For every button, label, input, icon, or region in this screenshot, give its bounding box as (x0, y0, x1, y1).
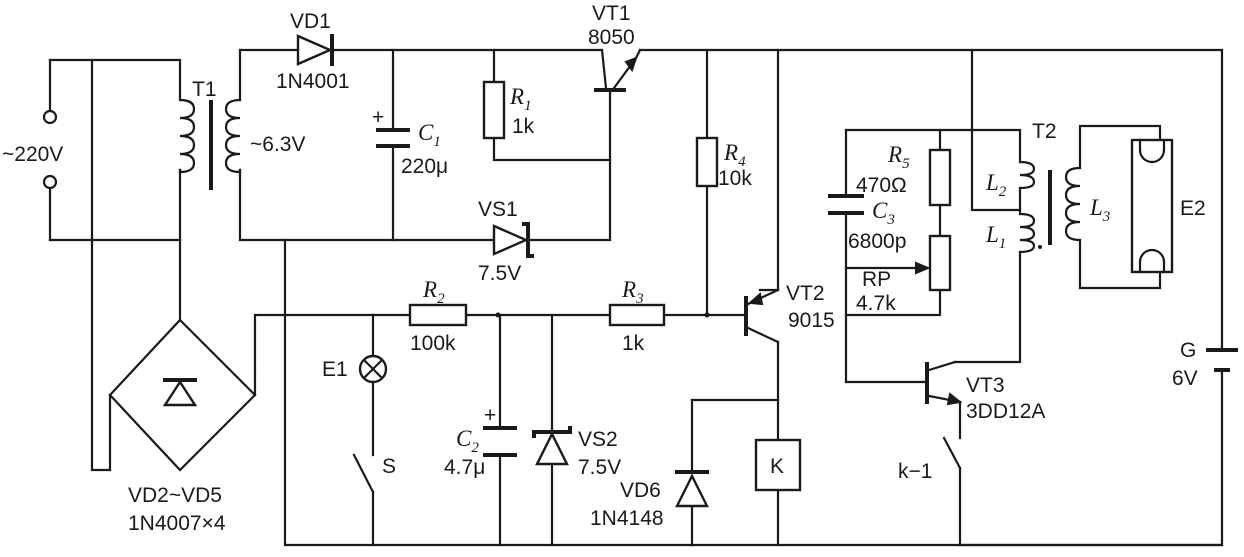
wires (48, 48, 1224, 547)
zener-vs1 (492, 222, 534, 258)
fluorescent-lamp-e2 (1130, 138, 1174, 274)
transistor-vt3 (925, 360, 963, 406)
c1-plus: + (372, 106, 384, 129)
r1-label: R1 (509, 84, 532, 114)
ac-input-terminals (42, 109, 58, 190)
lamp-e1 (358, 354, 388, 384)
r2-label: R2 (422, 277, 445, 307)
c3-label: C3 (872, 198, 895, 228)
switch-s (352, 453, 375, 494)
capacitor-c3 (828, 194, 864, 215)
c1-value: 220μ (401, 155, 448, 178)
battery-label: G (1180, 339, 1196, 362)
vs1-label: VS1 (478, 198, 518, 221)
vt2-part: 9015 (788, 309, 835, 332)
ac-input-label: ~220V (2, 143, 63, 166)
e1-label: E1 (322, 358, 348, 381)
ac-terminal-bottom (42, 174, 58, 190)
vs2-label: VS2 (578, 428, 618, 451)
c2-plus: + (484, 404, 496, 427)
vs1-value: 7.5V (478, 262, 521, 285)
t1-secondary-voltage: ~6.3V (250, 133, 305, 156)
transistor-vt2 (744, 288, 780, 344)
vd1-label: VD1 (290, 10, 331, 33)
r1-value: 1k (512, 115, 535, 138)
c1-label: C1 (418, 120, 441, 150)
l3-label: L3 (1089, 195, 1110, 225)
battery-voltage: 6V (1172, 367, 1198, 390)
e2-label: E2 (1180, 197, 1206, 220)
vd6-part: 1N4148 (590, 507, 664, 530)
zener-vs2 (532, 426, 572, 466)
r3-value: 1k (622, 332, 645, 355)
resistor-r3 (608, 303, 666, 327)
relay-k-label: K (770, 455, 784, 478)
capacitor-c1 (376, 128, 410, 148)
rp-value: 4.7k (856, 292, 896, 315)
bridge-label: VD2~VD5 (128, 484, 222, 507)
potentiometer-rp (915, 234, 952, 292)
diode-vd1 (296, 34, 334, 66)
r3-label: R3 (621, 277, 644, 307)
t2-label: T2 (1032, 120, 1057, 143)
resistor-r5 (928, 148, 952, 207)
diode-vd6 (675, 470, 709, 508)
resistor-r4 (695, 136, 719, 188)
vd1-part: 1N4001 (276, 70, 350, 93)
c2-value: 4.7μ (444, 456, 485, 479)
vt2-label: VT2 (786, 282, 825, 305)
r5-value: 470Ω (856, 174, 907, 197)
l2-label: L2 (985, 170, 1007, 200)
vt1-label: VT1 (592, 2, 631, 25)
c2-label: C2 (456, 426, 479, 456)
bridge-rectifier (108, 318, 257, 472)
t1-label: T1 (192, 78, 217, 101)
r4-value: 10k (718, 167, 752, 190)
junction-dots (495, 312, 710, 318)
ac-terminal-top (42, 109, 58, 125)
transformer-t1 (178, 98, 242, 190)
c3-value: 6800p (848, 230, 906, 253)
battery-g (1206, 348, 1238, 372)
l1-label: L1 (985, 222, 1006, 252)
vt3-label: VT3 (966, 374, 1005, 397)
s-label: S (382, 455, 396, 478)
capacitor-c2 (483, 426, 517, 457)
r2-value: 100k (410, 332, 456, 355)
transformer-t2 (1018, 160, 1082, 254)
relay-contact-k1 (942, 436, 962, 470)
vd6-label: VD6 (620, 479, 661, 502)
resistor-r2 (408, 303, 468, 327)
vs2-value: 7.5V (578, 456, 621, 479)
vt1-part: 8050 (588, 26, 635, 49)
rp-label: RP (862, 268, 891, 291)
k1-label: k−1 (898, 460, 932, 483)
transistor-vt1 (594, 48, 642, 94)
bridge-part: 1N4007×4 (128, 512, 226, 535)
r5-label: R5 (887, 142, 910, 172)
resistor-r1 (482, 80, 506, 140)
vt3-part: 3DD12A (966, 400, 1045, 423)
r4-label: R4 (723, 140, 746, 170)
relay-k (754, 438, 802, 492)
